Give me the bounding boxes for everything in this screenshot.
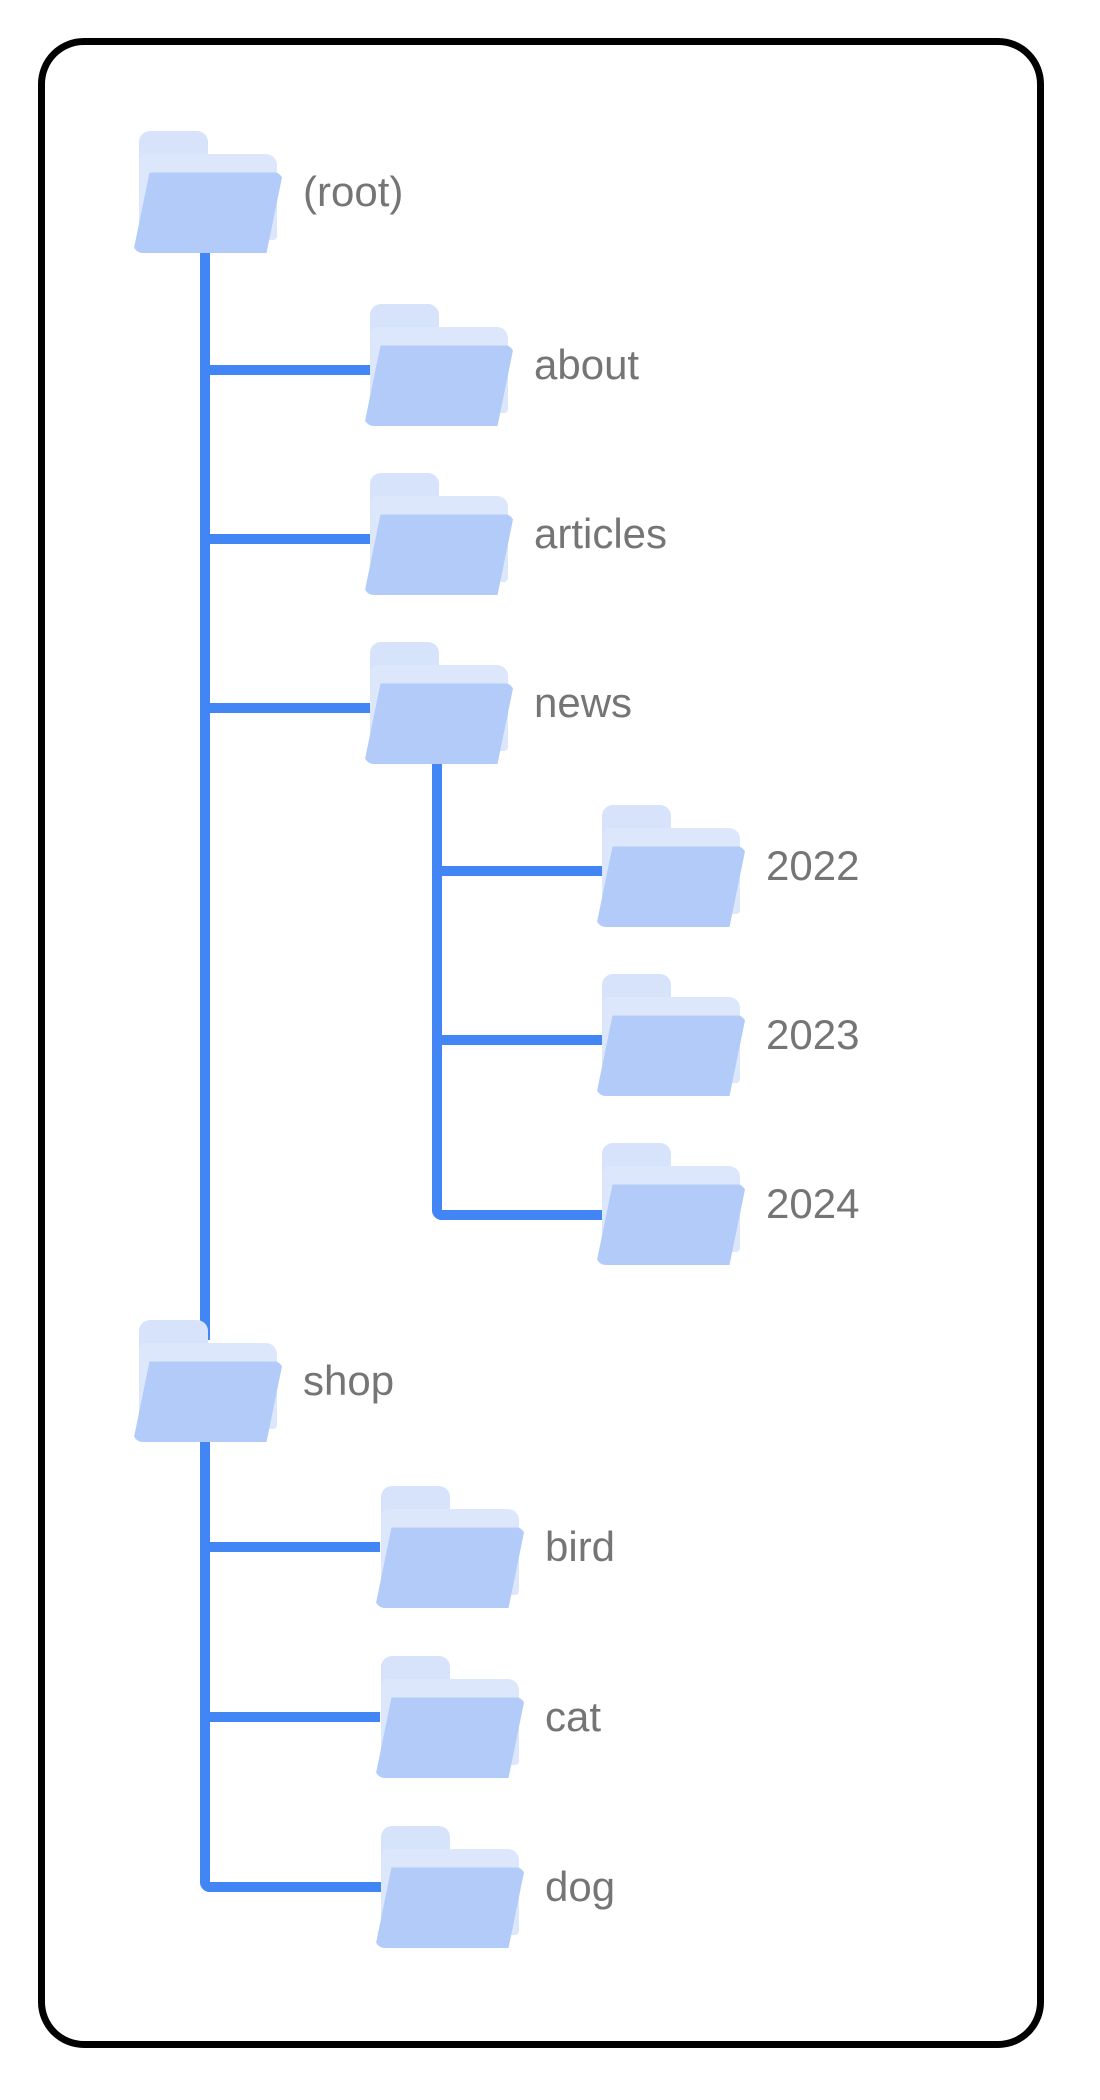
tree-node-label: (root) <box>303 168 404 215</box>
edge-shop-dog <box>200 1712 390 1892</box>
tree-node-label: bird <box>545 1523 616 1570</box>
edge-news-2022 <box>432 866 602 876</box>
tree-node-label: 2022 <box>766 842 860 889</box>
folder-icon <box>133 131 283 253</box>
tree-node-bird[interactable]: bird <box>375 1486 615 1608</box>
tree-node-label: shop <box>303 1357 395 1404</box>
folder-icon <box>596 974 746 1096</box>
edge-shop-bird <box>200 1542 380 1552</box>
tree-node-news[interactable]: news <box>364 642 632 764</box>
edge-news-trunk <box>432 740 442 1210</box>
tree-node-label: about <box>534 341 640 388</box>
tree-node-label: 2023 <box>766 1011 860 1058</box>
folder-icon <box>364 642 514 764</box>
folder-icon <box>133 1320 283 1442</box>
tree-node-cat[interactable]: cat <box>375 1656 601 1778</box>
tree-node-label: cat <box>545 1693 602 1740</box>
tree-node-2023[interactable]: 2023 <box>596 974 859 1096</box>
folder-icon <box>375 1486 525 1608</box>
folder-icon <box>364 473 514 595</box>
edge-root-trunk <box>200 196 210 1340</box>
tree-node-2022[interactable]: 2022 <box>596 805 859 927</box>
tree-node-label: dog <box>545 1863 616 1910</box>
tree-node-dog[interactable]: dog <box>375 1826 615 1948</box>
edge-root-articles <box>200 534 380 544</box>
edge-news-2023 <box>432 1035 602 1045</box>
tree-node-about[interactable]: about <box>364 304 639 426</box>
folder-icon <box>375 1826 525 1948</box>
tree-node-2024[interactable]: 2024 <box>596 1143 859 1265</box>
tree-node-root[interactable]: (root) <box>133 131 403 253</box>
edge-root-about <box>200 365 380 375</box>
tree-node-articles[interactable]: articles <box>364 473 667 595</box>
edge-shop-cat <box>200 1712 380 1722</box>
tree-node-label: news <box>534 679 633 726</box>
edge-news-2024 <box>432 1035 612 1220</box>
folder-icon <box>596 1143 746 1265</box>
folder-icon <box>375 1656 525 1778</box>
edge-root-news <box>200 703 380 713</box>
tree-node-label: articles <box>534 510 668 557</box>
tree-node-shop[interactable]: shop <box>133 1320 394 1442</box>
folder-icon <box>364 304 514 426</box>
edge-shop-trunk <box>200 1390 210 1880</box>
tree-node-label: 2024 <box>766 1180 860 1227</box>
folder-icon <box>596 805 746 927</box>
